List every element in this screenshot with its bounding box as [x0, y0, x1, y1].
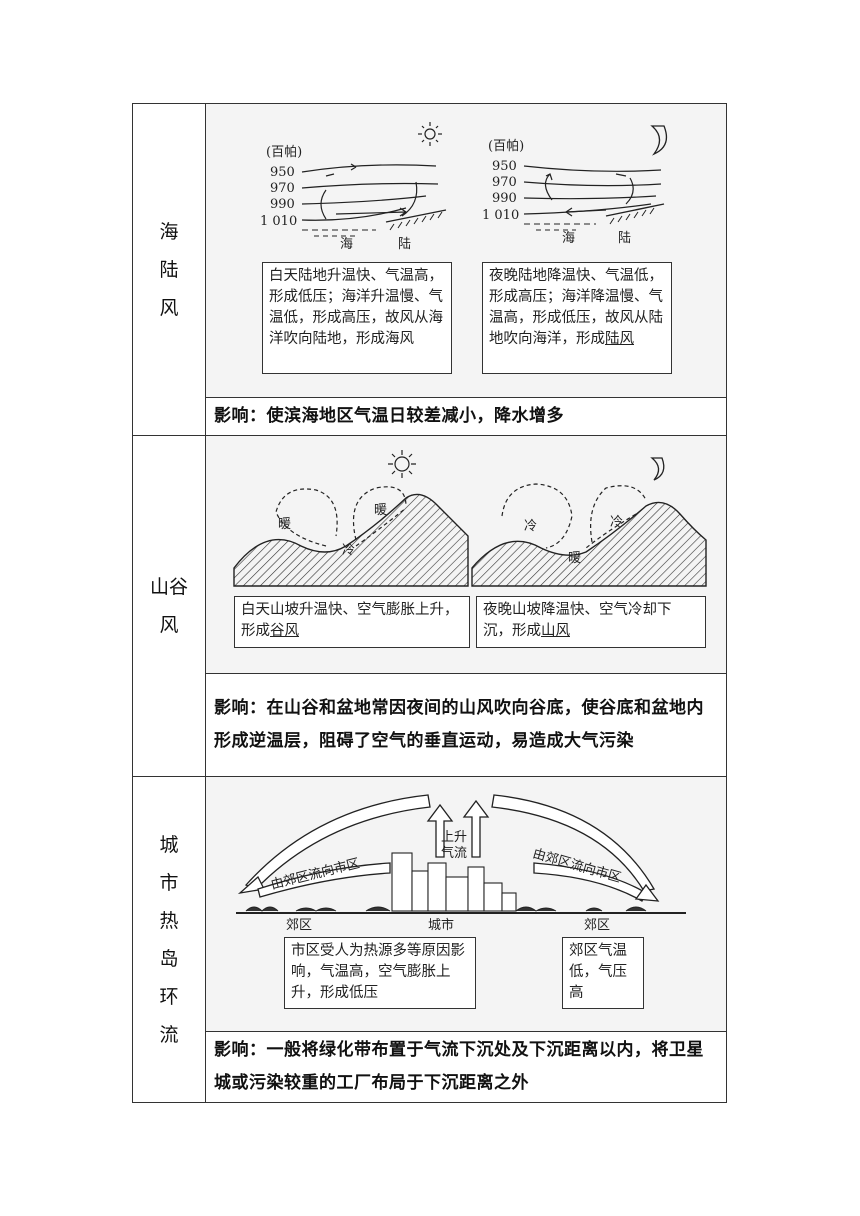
- airflow-day: [275, 486, 407, 547]
- svg-text:郊区: 郊区: [584, 917, 610, 933]
- svg-text:陆: 陆: [618, 230, 631, 246]
- svg-text:990: 990: [492, 191, 517, 206]
- airflow-night: [501, 483, 647, 549]
- svg-text:暖: 暖: [374, 503, 387, 518]
- moon-icon: [650, 125, 668, 156]
- svg-text:海: 海: [340, 237, 353, 252]
- svg-text:1 010: 1 010: [260, 214, 297, 229]
- sun-icon: [418, 122, 442, 146]
- mountain-day: [233, 493, 469, 587]
- svg-text:1 010: 1 010: [482, 208, 519, 223]
- valley-night-box: 夜晚山坡降温快、空气冷却下沉，形成山风: [476, 596, 706, 648]
- svg-text:冷: 冷: [524, 519, 537, 534]
- city-buildings: [391, 852, 517, 912]
- label-sea-land: 海 陆 风: [132, 103, 206, 436]
- svg-text:海: 海: [562, 231, 575, 246]
- mountain-night: [471, 501, 707, 587]
- svg-text:950: 950: [492, 159, 517, 174]
- ground: [236, 906, 686, 914]
- figure-valley: 暖 暖 冷 冷 冷 暖 白天山坡升温快、空气膨胀上升，形成谷风 夜晚山坡降温快、…: [205, 435, 727, 674]
- impact-urban: 影响：一般将绿化带布置于气流下沉处及下沉距离以内，将卫星城或污染较重的工厂布局于…: [205, 1031, 727, 1103]
- svg-text:城市: 城市: [428, 917, 454, 933]
- svg-text:陆: 陆: [398, 236, 411, 252]
- svg-text:气流: 气流: [441, 845, 467, 861]
- sun-icon: [388, 450, 416, 478]
- impact-valley: 影响：在山谷和盆地常因夜间的山风吹向谷底，使谷底和盆地内形成逆温层，阻碍了空气的…: [205, 673, 727, 777]
- figure-urban: 上升 气流 由郊区流向市区 由郊区流向市区: [205, 776, 727, 1032]
- label-urban: 城 市 热 岛 环 流: [132, 776, 206, 1103]
- svg-text:上升: 上升: [441, 830, 467, 845]
- coast-day: [302, 209, 447, 237]
- valley-day-box: 白天山坡升温快、空气膨胀上升，形成谷风: [234, 596, 470, 648]
- urban-city-box: 市区受人为热源多等原因影响，气温高，空气膨胀上升，形成低压: [284, 937, 476, 1009]
- coast-night: [524, 203, 665, 231]
- svg-text:郊区: 郊区: [286, 917, 312, 933]
- wind-table: 海 陆 风 (百帕) 950 970 990 1 010: [132, 103, 727, 1103]
- svg-text:冷: 冷: [342, 543, 355, 558]
- figure-sea-land: (百帕) 950 970 990 1 010: [205, 103, 727, 398]
- isobars-day: [301, 163, 439, 221]
- sea-land-night-box: 夜晚陆地降温快、气温低，形成高压；海洋降温慢、气温高，形成低压，故风从陆地吹向海…: [482, 262, 672, 374]
- moon-icon: [650, 457, 665, 481]
- isobars-night: [523, 165, 662, 217]
- svg-text:冷: 冷: [610, 515, 623, 530]
- svg-text:990: 990: [270, 197, 295, 212]
- urban-suburb-box: 郊区气温低，气压高: [562, 937, 644, 1009]
- svg-text:970: 970: [270, 181, 295, 196]
- svg-text:暖: 暖: [568, 551, 581, 566]
- circulation-arrows: [237, 794, 660, 902]
- rising-airflow-arrows: [426, 799, 490, 858]
- label-valley: 山谷 风: [132, 435, 206, 777]
- svg-text:970: 970: [492, 175, 517, 190]
- unit-label-day: (百帕): [266, 145, 302, 160]
- unit-label-night: (百帕): [488, 139, 524, 154]
- svg-text:暖: 暖: [278, 517, 291, 532]
- impact-sea-land: 影响：使滨海地区气温日较差减小，降水增多: [205, 397, 727, 436]
- svg-text:950: 950: [270, 165, 295, 180]
- sea-land-day-box: 白天陆地升温快、气温高，形成低压；海洋升温慢、气温低，形成高压，故风从海洋吹向陆…: [262, 262, 452, 374]
